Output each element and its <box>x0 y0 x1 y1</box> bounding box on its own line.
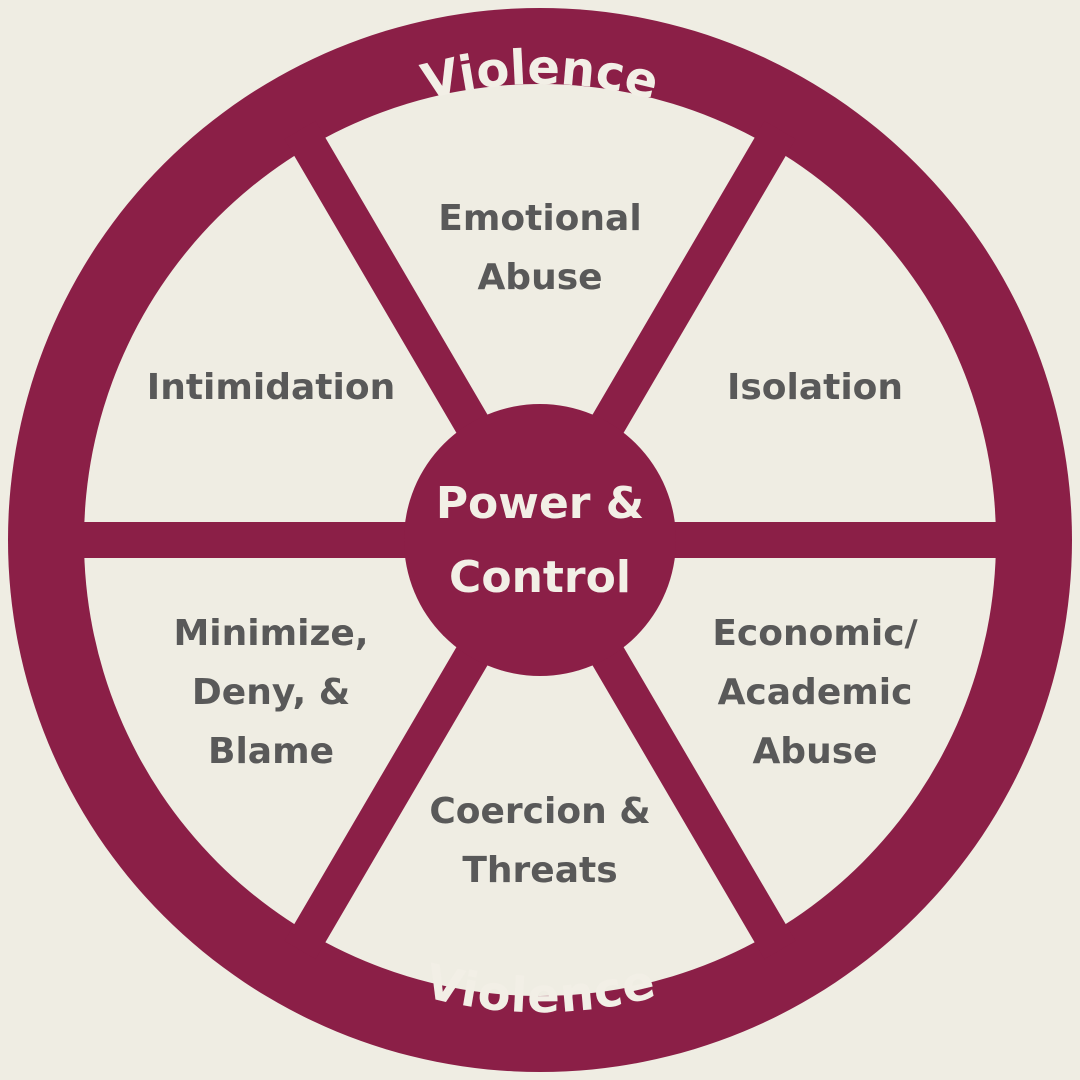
segment-label-line1: Emotional <box>438 198 641 239</box>
segment-label-line2: Deny, & <box>192 672 350 713</box>
segment-intimidation: Intimidation <box>147 367 395 408</box>
hub-label-line1: Power & <box>436 478 644 529</box>
hub-label-line2: Control <box>449 552 631 603</box>
segment-label-line2: Abuse <box>477 257 602 298</box>
segment-label-line3: Abuse <box>752 731 877 772</box>
segment-coercion-threats: Coercion & Threats <box>429 791 650 891</box>
segment-label-line1: Minimize, <box>173 613 368 654</box>
segment-emotional-abuse: Emotional Abuse <box>438 198 641 298</box>
segment-isolation: Isolation <box>727 367 903 408</box>
wheel-hub <box>404 404 676 676</box>
segment-label-line2: Academic <box>718 672 913 713</box>
segment-minimize-deny-blame: Minimize, Deny, & Blame <box>173 613 368 772</box>
segment-economic-academic-abuse: Economic/ Academic Abuse <box>712 613 918 772</box>
segment-label-line3: Blame <box>208 731 334 772</box>
segment-label-line1: Isolation <box>727 367 903 408</box>
segment-label-line1: Coercion & <box>429 791 650 832</box>
segment-label-line2: Threats <box>462 850 617 891</box>
segment-label-line1: Intimidation <box>147 367 395 408</box>
segment-label-line1: Economic/ <box>712 613 918 654</box>
